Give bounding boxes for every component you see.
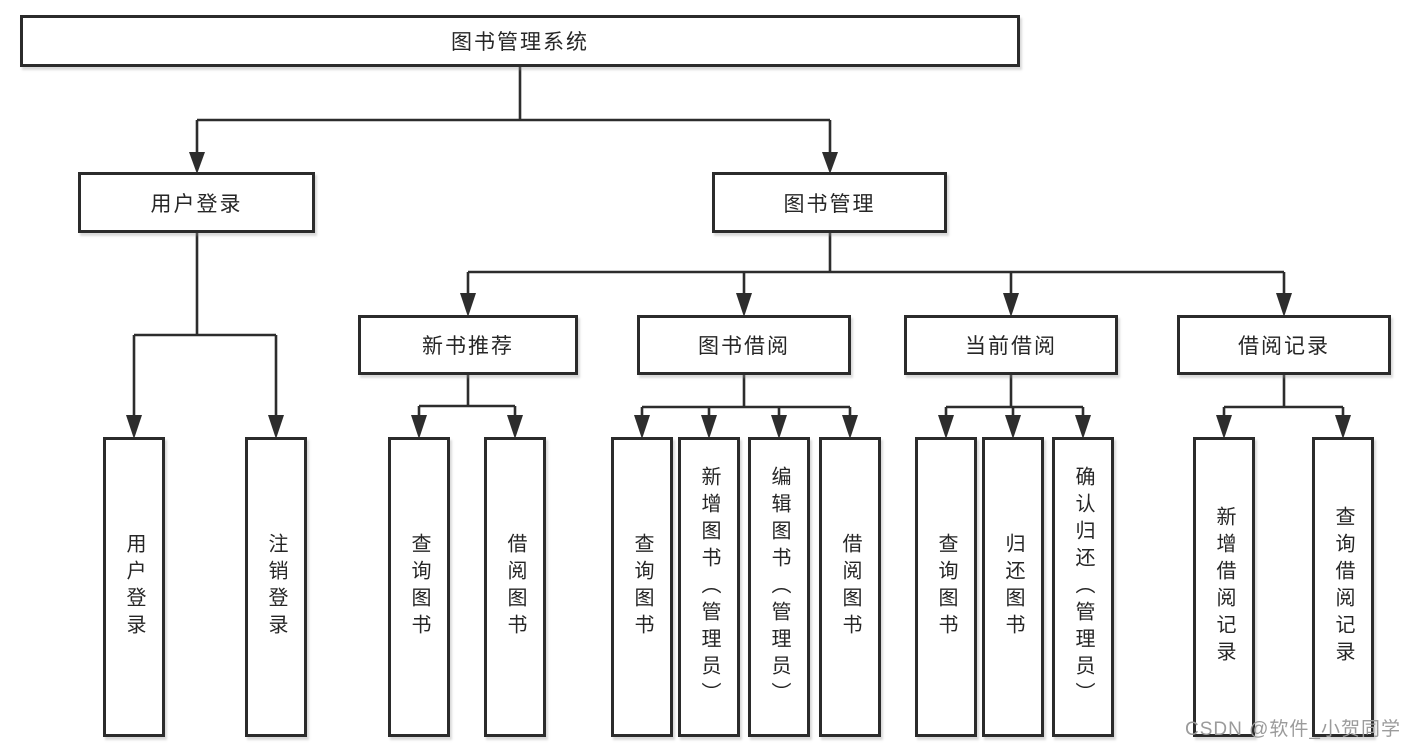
leaf-query-books-borrow: 查询图书: [611, 437, 673, 737]
leaf-confirm-return-admin: 确认归还（管理员）: [1052, 437, 1114, 737]
node-new-book-recommend: 新书推荐: [358, 315, 578, 375]
leaf-label: 归还图书: [1002, 533, 1024, 641]
leaf-logout: 注销登录: [245, 437, 307, 737]
node-current-borrow: 当前借阅: [904, 315, 1118, 375]
leaf-borrow-books: 借阅图书: [819, 437, 881, 737]
leaf-label: 编辑图书（管理员）: [768, 465, 790, 709]
leaf-query-books-current: 查询图书: [915, 437, 977, 737]
leaf-add-borrow-record: 新增借阅记录: [1193, 437, 1255, 737]
leaf-label: 查询图书: [935, 533, 957, 641]
node-label: 图书管理系统: [451, 31, 589, 54]
leaf-add-books-admin: 新增图书（管理员）: [678, 437, 740, 737]
node-label: 用户登录: [150, 192, 243, 216]
leaf-label: 借阅图书: [839, 533, 861, 641]
node-library-system-root: 图书管理系统: [20, 15, 1020, 67]
leaf-label: 查询图书: [408, 533, 430, 641]
node-borrow-records: 借阅记录: [1177, 315, 1391, 375]
leaf-label: 查询借阅记录: [1332, 506, 1354, 668]
leaf-borrow-books-recommend: 借阅图书: [484, 437, 546, 737]
node-label: 图书管理: [783, 192, 876, 216]
node-user-login: 用户登录: [78, 172, 315, 233]
leaf-label: 确认归还（管理员）: [1072, 465, 1094, 709]
csdn-watermark: CSDN @软件_小贺同学: [1185, 719, 1401, 740]
leaf-user-login: 用户登录: [103, 437, 165, 737]
leaf-label: 新增图书（管理员）: [698, 465, 720, 709]
leaf-label: 注销登录: [265, 533, 287, 641]
node-label: 当前借阅: [965, 335, 1057, 358]
node-label: 借阅记录: [1238, 335, 1330, 358]
leaf-query-books-recommend: 查询图书: [388, 437, 450, 737]
leaf-label: 新增借阅记录: [1213, 506, 1235, 668]
leaf-edit-books-admin: 编辑图书（管理员）: [748, 437, 810, 737]
node-label: 新书推荐: [422, 335, 514, 358]
node-book-borrow: 图书借阅: [637, 315, 851, 375]
leaf-label: 用户登录: [123, 533, 145, 641]
node-book-management: 图书管理: [712, 172, 947, 233]
leaf-label: 借阅图书: [504, 533, 526, 641]
leaf-return-books: 归还图书: [982, 437, 1044, 737]
leaf-label: 查询图书: [631, 533, 653, 641]
node-label: 图书借阅: [698, 335, 790, 358]
leaf-query-borrow-record: 查询借阅记录: [1312, 437, 1374, 737]
